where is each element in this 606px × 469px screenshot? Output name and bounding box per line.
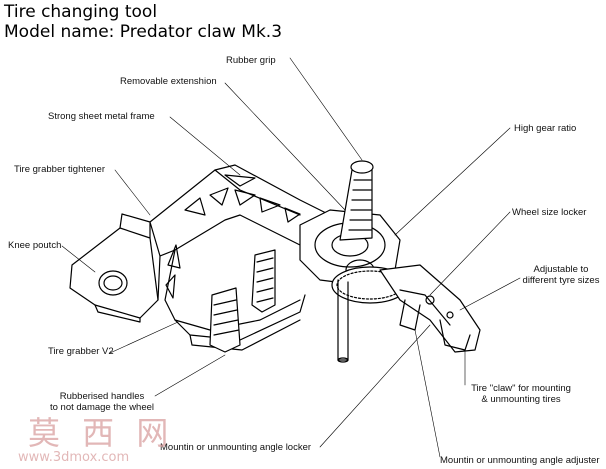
label-sheet-metal-frame: Strong sheet metal frame <box>48 111 155 122</box>
label-tire-claw-line1: Tire "claw" for mounting <box>471 383 571 394</box>
diagram-title: Tire changing tool <box>4 2 158 22</box>
label-tire-grabber-v2: Tire grabber V2 <box>48 346 114 357</box>
rubber-grip <box>339 160 374 241</box>
label-tire-claw-line2: & unmounting tires <box>481 394 561 405</box>
knee-pouch <box>69 213 159 323</box>
label-removable-extension: Removable extenshion <box>120 76 217 87</box>
watermark-site: www.3dmox.com <box>18 450 130 465</box>
watermark-chars: 莫 西 网 <box>28 414 175 452</box>
label-rubberised-line1: Rubberised handles <box>59 391 145 402</box>
label-rubberised-line2: to not damage the wheel <box>49 402 155 413</box>
claw-arm <box>379 264 481 353</box>
label-rubberised-handles: Rubberised handles to not damage the whe… <box>42 391 162 413</box>
label-adjustable-line1: Adjustable to <box>533 264 589 275</box>
label-tire-grabber-tightener: Tire grabber tightener <box>14 164 106 175</box>
rubberised-handles <box>209 249 276 353</box>
leader-lines <box>61 57 521 458</box>
model-name: Model name: Predator claw Mk.3 <box>4 22 283 42</box>
label-wheel-size-locker: Wheel size locker <box>512 207 587 218</box>
label-rubber-grip: Rubber grip <box>226 55 276 66</box>
label-tire-claw: Tire "claw" for mounting & unmounting ti… <box>466 383 576 405</box>
label-adjustable: Adjustable to different tyre sizes <box>519 264 603 286</box>
label-knee-pouch: Knee poutch <box>8 240 62 251</box>
mounting-bar <box>337 279 349 363</box>
label-adjustable-line2: different tyre sizes <box>522 275 600 286</box>
label-angle-adjuster: Mountin or unmounting angle adjuster <box>440 455 600 466</box>
label-high-gear-ratio: High gear ratio <box>514 123 577 134</box>
label-angle-locker: Mountin or unmounting angle locker <box>160 442 312 453</box>
